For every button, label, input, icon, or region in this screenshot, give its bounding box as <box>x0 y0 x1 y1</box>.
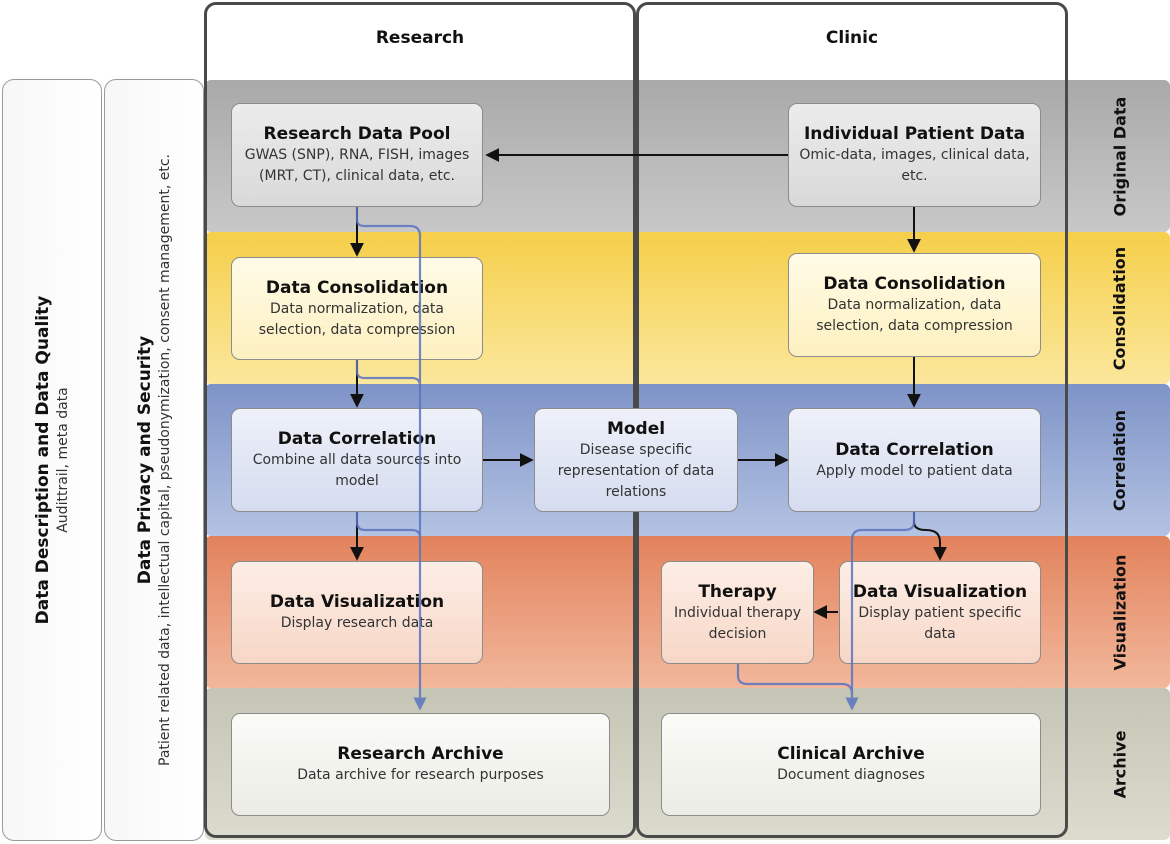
clinic-data-consolidation-box: Data Consolidation Data normalization, d… <box>788 253 1041 357</box>
clinical-archive-box: Clinical Archive Document diagnoses <box>661 713 1041 816</box>
data-quality-panel: Data Description and Data Quality Auditt… <box>2 79 102 841</box>
research-data-correlation-box: Data Correlation Combine all data source… <box>231 408 483 512</box>
clinic-data-correlation-box: Data Correlation Apply model to patient … <box>788 408 1041 512</box>
therapy-box: Therapy Individual therapy decision <box>661 561 814 664</box>
clinic-data-visualization-box: Data Visualization Display patient speci… <box>839 561 1041 664</box>
data-privacy-panel: Data Privacy and Security Patient relate… <box>104 79 204 841</box>
arrow-correlation-to-visualization-clinic <box>913 512 947 561</box>
research-data-consolidation-box: Data Consolidation Data normalization, d… <box>231 257 483 360</box>
clinic-column-title: Clinic <box>825 28 879 48</box>
research-data-visualization-box: Data Visualization Display research data <box>231 561 483 664</box>
research-archive-box: Research Archive Data archive for resear… <box>231 713 610 816</box>
model-box: Model Disease specific representation of… <box>534 408 738 512</box>
research-data-pool-box: Research Data Pool GWAS (SNP), RNA, FISH… <box>231 103 483 207</box>
individual-patient-data-box: Individual Patient Data Omic-data, image… <box>788 103 1041 207</box>
research-column-title: Research <box>375 28 465 48</box>
